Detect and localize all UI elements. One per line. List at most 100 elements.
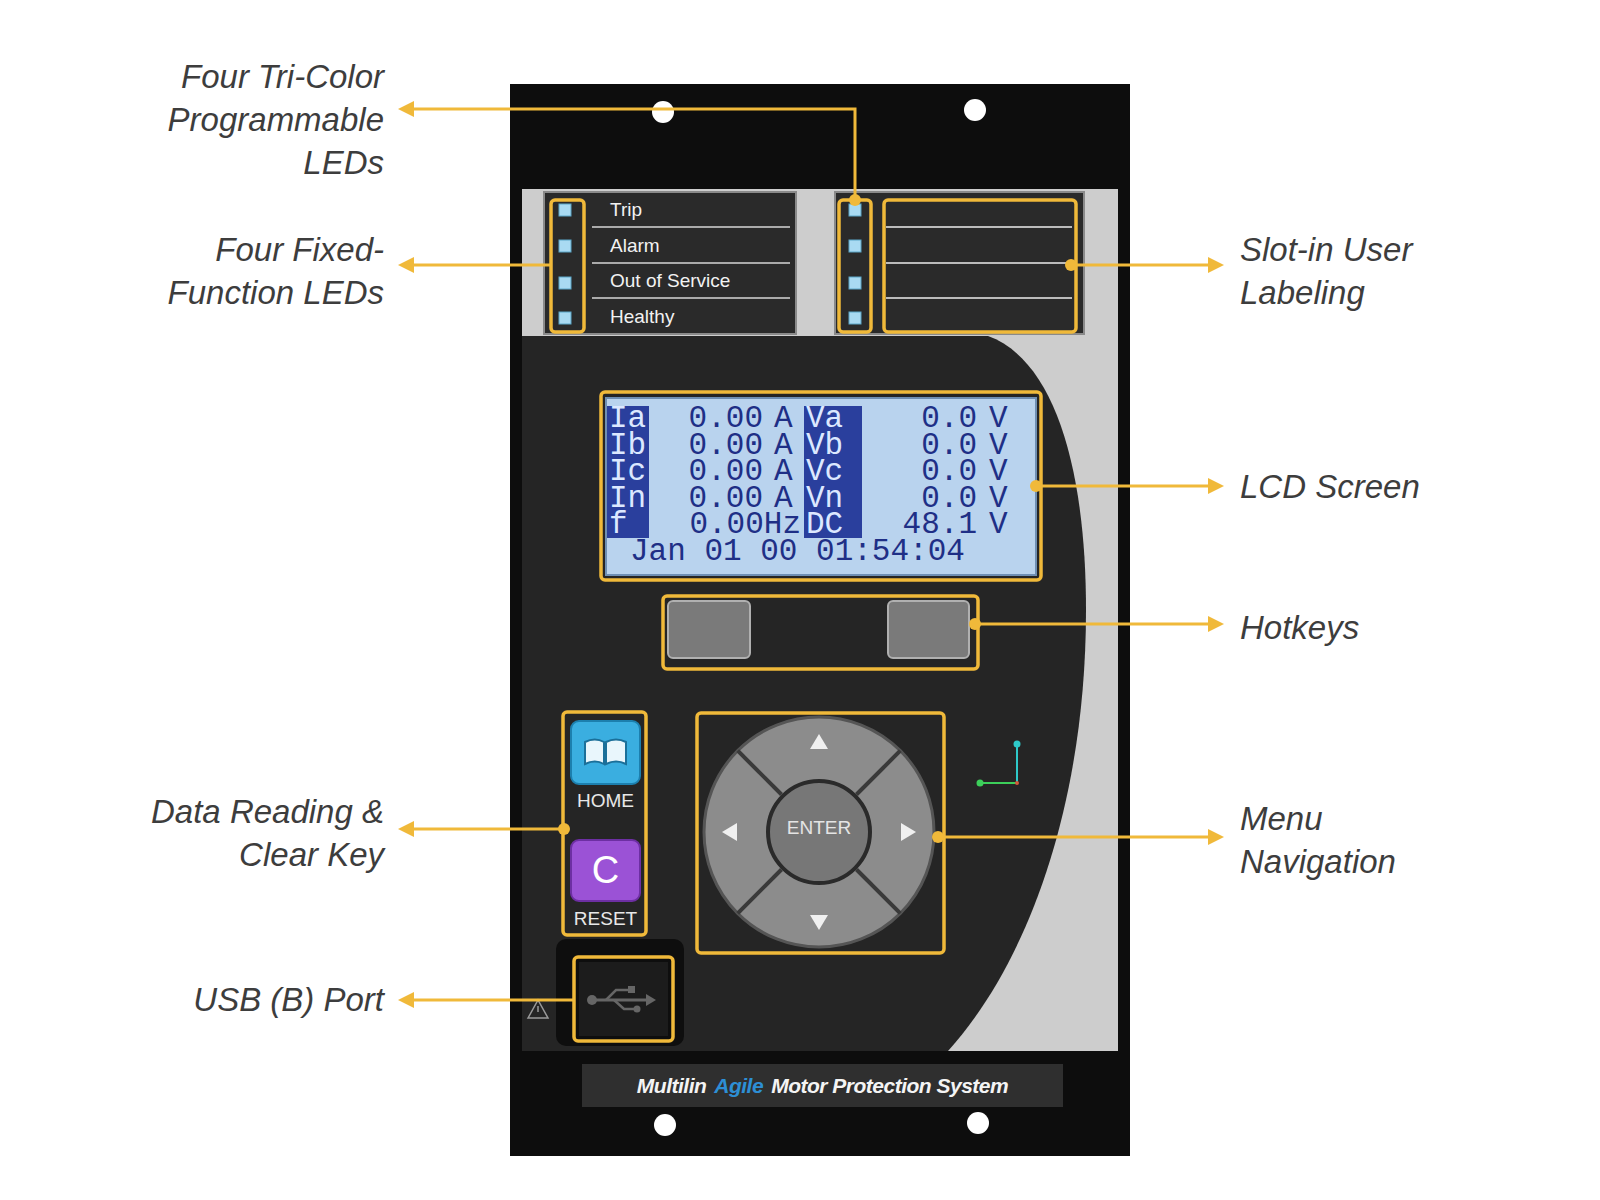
arrow-head: [1208, 616, 1224, 632]
led: [559, 240, 571, 252]
callout-label: Four Fixed-Function LEDs: [124, 228, 384, 314]
mount-hole: [964, 99, 986, 121]
led-label: Trip: [592, 192, 796, 228]
leader-dot: [1065, 259, 1077, 271]
led: [559, 312, 571, 324]
arrow-head: [398, 992, 414, 1008]
highlight-box: [574, 957, 673, 1041]
leader-line: [412, 264, 551, 267]
lcd-reading: V: [989, 459, 1008, 486]
lcd-reading: V: [989, 512, 1008, 539]
leader-line: [975, 623, 1210, 626]
callout-label: Data Reading & Clear Key: [124, 790, 384, 876]
lcd-screen: Ia0.00AVa0.0VIb0.00AVb0.0VIc0.00AVc0.0VI…: [606, 398, 1036, 575]
led-label: Healthy: [592, 299, 796, 335]
lcd-reading: In: [609, 486, 646, 513]
reset-button: CRESET: [571, 840, 640, 901]
lcd-reading: A: [774, 486, 793, 513]
arrow-head: [398, 101, 414, 117]
label-divider: [886, 226, 1072, 228]
button-label: C: [571, 840, 640, 901]
pad-divider: [738, 870, 782, 914]
lcd-reading: Va: [806, 406, 843, 433]
warning-symbol: [528, 1000, 548, 1018]
lcd-reading: Ia: [609, 406, 646, 433]
label-divider: [592, 226, 790, 228]
usb-recess: [556, 939, 684, 1046]
led-label: Alarm: [592, 228, 796, 264]
usb-socket: [579, 962, 668, 1036]
callout-label: Hotkeys: [1240, 606, 1490, 649]
led-label: Out of Service: [592, 263, 796, 299]
leader-line: [1036, 485, 1210, 488]
lcd-reading: 0.0: [921, 486, 977, 513]
usb-icon: [646, 994, 656, 1006]
usb-icon: [587, 995, 597, 1005]
mount-hole: [654, 1114, 676, 1136]
arrow-down: [810, 915, 828, 930]
lcd-reading: f: [609, 512, 628, 539]
leader-line: [412, 109, 855, 200]
callout-label: USB (B) Port: [124, 978, 384, 1021]
nav-pad: [704, 717, 934, 947]
usb-icon: [596, 999, 648, 1002]
highlight-box: [563, 712, 646, 935]
axis-icon: [1015, 781, 1019, 785]
hotkey-button: [668, 601, 750, 658]
callout-label: Menu Navigation: [1240, 797, 1440, 883]
highlight-box: [884, 200, 1076, 332]
lcd-reading: 0.00: [689, 433, 763, 460]
usb-icon: [614, 1000, 634, 1009]
label-divider: [886, 262, 1072, 264]
lcd-reading: Ib: [609, 433, 646, 460]
arrow-left: [722, 823, 737, 841]
axis-icon: [977, 780, 984, 787]
lcd-highlight: [804, 406, 862, 538]
pad-divider: [738, 751, 782, 795]
arrow-head: [1208, 829, 1224, 845]
led: [849, 277, 861, 289]
arrow-up: [810, 734, 828, 749]
led: [559, 204, 571, 216]
arrow-head: [398, 257, 414, 273]
arrow-head: [1208, 257, 1224, 273]
lcd-highlight: [607, 406, 649, 538]
button-label: HOME: [556, 789, 655, 813]
callout-label: LCD Screen: [1240, 465, 1490, 508]
highlight-box: [601, 392, 1041, 580]
leader-dot: [932, 831, 944, 843]
book-icon: [606, 740, 626, 765]
arrow-right: [901, 823, 916, 841]
lcd-reading: Vc: [806, 459, 843, 486]
panel-body: [522, 336, 1086, 1051]
highlight-box: [697, 713, 944, 953]
usb-icon: [606, 990, 628, 1000]
button-label: ENTER: [766, 779, 872, 885]
lcd-reading: DC: [806, 512, 843, 539]
led-panel: [835, 192, 1084, 334]
label-divider: [592, 262, 790, 264]
mount-hole: [652, 101, 674, 123]
brand-strip: MultilinAgileMotor Protection System: [582, 1064, 1063, 1107]
lcd-reading: 0.00Hz: [689, 512, 801, 539]
lcd-reading: Vb: [806, 433, 843, 460]
lcd-reading: V: [989, 433, 1008, 460]
axis-icon: [1014, 741, 1021, 748]
leader-line: [938, 836, 1210, 839]
leader-line: [412, 999, 574, 1002]
indicator-label-strip: TripAlarmOut of ServiceHealthy: [592, 192, 796, 334]
hotkey-button: [888, 601, 969, 658]
lcd-reading: A: [774, 406, 793, 433]
home-key: [571, 721, 640, 784]
brand-name: Motor Protection System: [771, 1074, 1008, 1098]
pad-divider: [857, 751, 901, 795]
usb-icon: [634, 1006, 641, 1013]
lcd-reading: 0.00: [689, 459, 763, 486]
pad-divider: [857, 870, 901, 914]
usb-icon: [628, 986, 635, 993]
button-label: RESET: [556, 907, 655, 931]
leader-line: [412, 828, 564, 831]
led: [849, 240, 861, 252]
arrow-head: [1208, 478, 1224, 494]
panel-frame: [510, 84, 1130, 1156]
